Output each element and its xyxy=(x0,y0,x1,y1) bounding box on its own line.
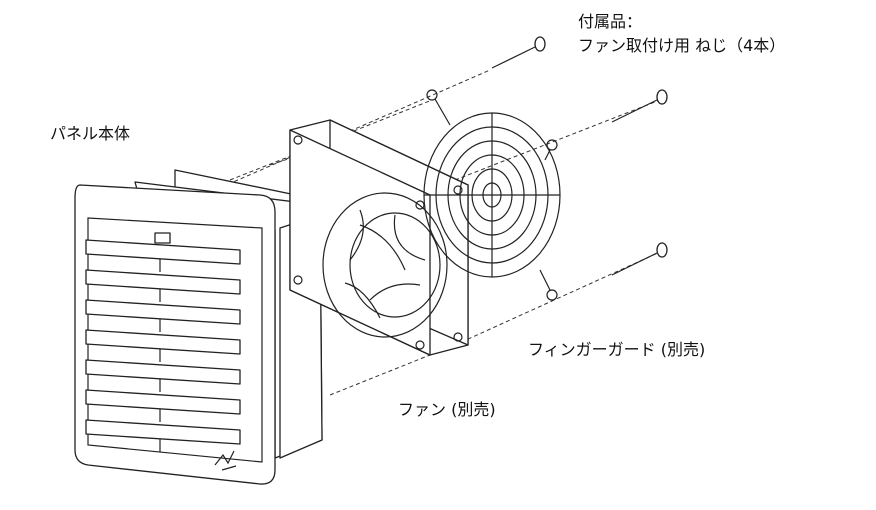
finger-guard xyxy=(423,89,561,301)
louver xyxy=(85,419,241,445)
louver xyxy=(85,299,241,325)
accessories-item: ファン取付け用 ねじ（4本） xyxy=(578,36,786,55)
finger-guard-label: フィンガーガード (別売) xyxy=(528,340,706,359)
panel-body-label: パネル本体 xyxy=(50,124,131,143)
accessories-title: 付属品： xyxy=(578,12,643,31)
fan-label: ファン (別売) xyxy=(398,400,496,419)
louver xyxy=(85,359,241,385)
screw xyxy=(611,89,668,123)
louver xyxy=(85,239,241,265)
screws xyxy=(491,36,668,276)
louver xyxy=(85,329,241,355)
louver xyxy=(85,389,241,415)
louver xyxy=(85,269,241,295)
fan xyxy=(289,119,469,356)
panel-front xyxy=(74,184,276,485)
screw xyxy=(611,242,668,276)
screw xyxy=(491,36,546,69)
